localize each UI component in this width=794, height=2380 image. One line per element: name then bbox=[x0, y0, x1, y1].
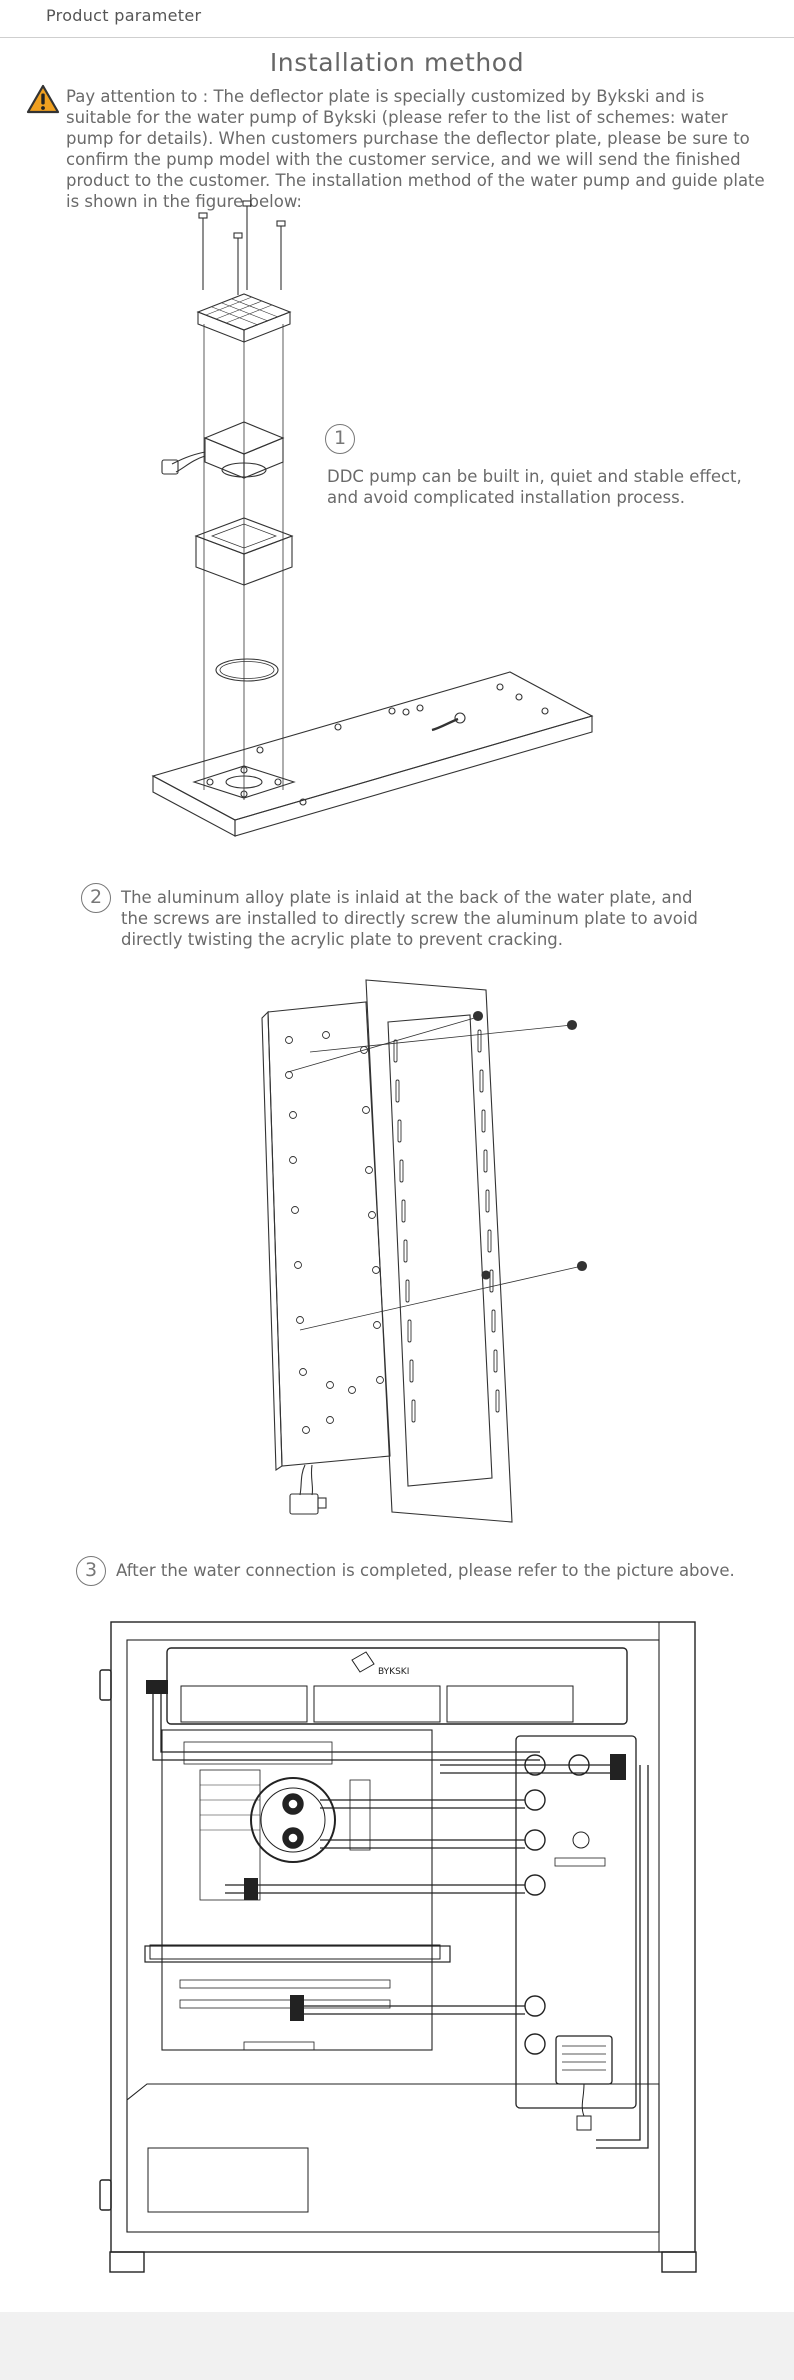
screws bbox=[472, 1010, 588, 1280]
pump-top-cover bbox=[196, 293, 292, 343]
step-1-number: 1 bbox=[325, 424, 355, 454]
pc-case-assembly-diagram: BYKSKI bbox=[99, 1621, 697, 2273]
top-radiator: BYKSKI bbox=[166, 1647, 628, 1725]
ddc-pump bbox=[161, 421, 285, 479]
step-2-number: 2 bbox=[81, 883, 111, 913]
footer-band bbox=[0, 2312, 794, 2380]
step-3-number: 3 bbox=[76, 1556, 106, 1586]
tube-fittings bbox=[146, 1680, 626, 2021]
deflector-plate bbox=[151, 671, 594, 837]
screw-set bbox=[198, 200, 286, 295]
pump-housing bbox=[194, 517, 294, 586]
water-plate-diagram bbox=[261, 979, 588, 1523]
psu-shroud bbox=[126, 2083, 660, 2233]
svg-text:BYKSKI: BYKSKI bbox=[378, 1667, 409, 1677]
step-3-text: After the water connection is completed,… bbox=[116, 1561, 735, 1580]
warning-triangle-icon bbox=[26, 84, 60, 114]
step-1-text: DDC pump can be built in, quiet and stab… bbox=[327, 467, 742, 507]
aluminum-frame-plate bbox=[365, 979, 513, 1523]
cpu-water-block bbox=[250, 1777, 336, 1863]
page-title: Installation method bbox=[269, 48, 525, 77]
page-header: Product parameter bbox=[0, 0, 794, 38]
pump-exploded-diagram bbox=[151, 200, 594, 837]
o-ring bbox=[215, 658, 279, 682]
screw-guide-lines bbox=[287, 1016, 583, 1331]
hard-tubes bbox=[152, 1690, 649, 2149]
acrylic-water-plate bbox=[261, 1001, 391, 1515]
step-2-text: The aluminum alloy plate is inlaid at th… bbox=[121, 888, 698, 949]
intro-text: Pay attention to : The deflector plate i… bbox=[66, 87, 765, 211]
graphics-card bbox=[144, 1945, 451, 1963]
distribution-plate bbox=[515, 1735, 637, 2131]
header-text: Product parameter bbox=[46, 6, 202, 25]
motherboard bbox=[149, 1729, 441, 2051]
